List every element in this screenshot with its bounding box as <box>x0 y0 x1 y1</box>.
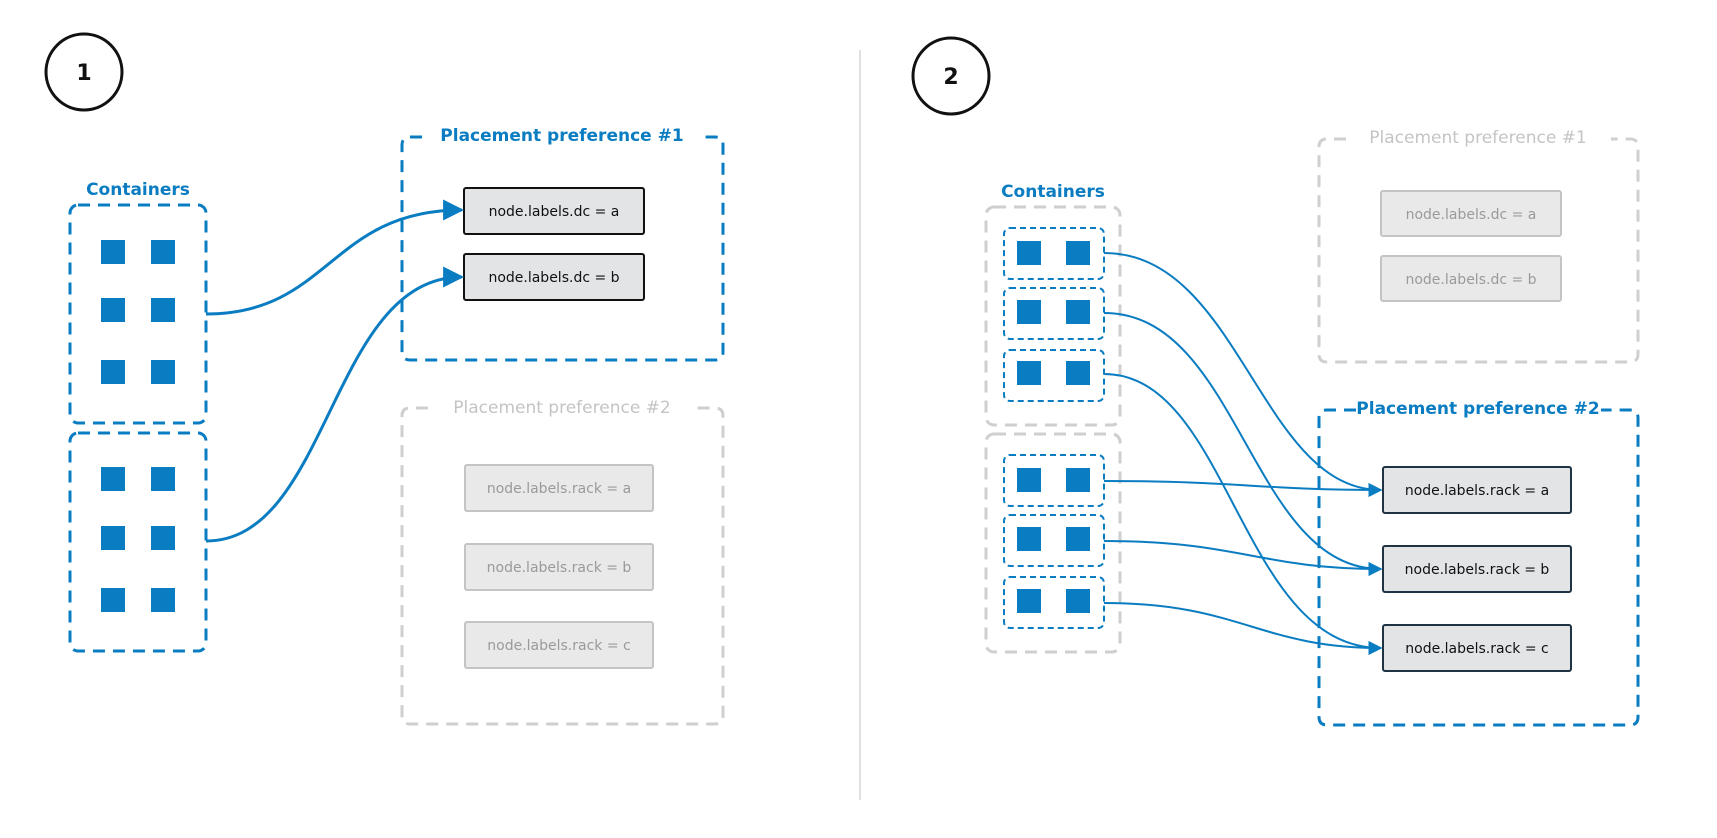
node-label <box>1380 255 1562 302</box>
node-label-text: node.labels.dc = a <box>489 204 620 220</box>
task-square <box>1017 527 1041 551</box>
node-label <box>1382 545 1572 593</box>
task-square <box>101 298 125 322</box>
panel-2: 2 Containers Placement preference #1 nod… <box>911 36 1640 727</box>
node-label-text: node.labels.rack = c <box>487 638 630 654</box>
node-label <box>464 543 654 591</box>
containers-title: Containers <box>86 180 190 200</box>
container-group <box>984 432 1122 654</box>
container-group <box>68 431 208 653</box>
task-row <box>1003 514 1105 567</box>
task-row <box>1003 454 1105 507</box>
container-group <box>984 205 1122 427</box>
task-square <box>1017 241 1041 265</box>
task-square <box>1017 468 1041 492</box>
node-label <box>464 464 654 512</box>
task-square <box>1017 361 1041 385</box>
placement-arrow <box>1103 373 1383 655</box>
task-square <box>151 588 175 612</box>
node-label-text: node.labels.dc = b <box>488 270 619 286</box>
preference-title: Placement preference #1 <box>440 126 683 146</box>
task-square <box>1017 589 1041 613</box>
node-label-text: node.labels.rack = a <box>487 481 631 497</box>
task-square <box>151 467 175 491</box>
step-1-number: 1 <box>76 61 91 86</box>
task-square <box>101 526 125 550</box>
task-square <box>151 360 175 384</box>
container-group <box>68 203 208 425</box>
container-group-tasks <box>101 467 175 612</box>
task-square <box>101 360 125 384</box>
task-square <box>151 240 175 264</box>
task-square <box>151 298 175 322</box>
placement-arrow <box>1103 252 1383 497</box>
placement-arrow <box>1103 602 1383 655</box>
preference-box <box>1317 137 1640 364</box>
task-square <box>101 467 125 491</box>
task-square <box>1066 361 1090 385</box>
node-label <box>1382 624 1572 672</box>
node-label-text: node.labels.rack = b <box>487 560 632 576</box>
preference-title: Placement preference #2 <box>453 398 671 418</box>
node-label-text: node.labels.dc = a <box>1406 207 1537 223</box>
task-square <box>1066 468 1090 492</box>
container-group-tasks <box>101 240 175 384</box>
placement-arrow <box>205 199 465 316</box>
placement-arrow <box>205 266 465 543</box>
step-2-circle <box>911 36 991 116</box>
preference-box <box>400 135 725 362</box>
task-square <box>151 526 175 550</box>
task-square <box>1066 300 1090 324</box>
node-label-text: node.labels.rack = a <box>1405 483 1549 499</box>
placement-arrow <box>1103 480 1383 497</box>
task-square <box>101 588 125 612</box>
step-1-circle <box>44 32 124 112</box>
task-row <box>1003 227 1105 280</box>
preference-title: Placement preference #1 <box>1369 128 1587 148</box>
task-row <box>1003 349 1105 402</box>
node-label-text: node.labels.rack = c <box>1405 641 1548 657</box>
task-square <box>1066 589 1090 613</box>
step-2-number: 2 <box>943 65 958 90</box>
node-label-text: node.labels.rack = b <box>1405 562 1550 578</box>
task-square <box>1066 527 1090 551</box>
task-square <box>101 240 125 264</box>
task-square <box>1066 241 1090 265</box>
node-label <box>1380 190 1562 237</box>
containers-title: Containers <box>1001 182 1105 202</box>
node-label-text: node.labels.dc = b <box>1405 272 1536 288</box>
preference-box <box>1317 408 1640 727</box>
node-label <box>464 621 654 669</box>
placement-arrow <box>1103 312 1383 576</box>
panel-1: 1 Containers Placement preference #1 nod… <box>44 32 725 726</box>
task-row <box>1003 576 1105 629</box>
preference-title: Placement preference #2 <box>1356 399 1599 419</box>
preference-box <box>400 406 725 726</box>
node-label <box>1382 466 1572 514</box>
task-square <box>1017 300 1041 324</box>
placement-arrow <box>1103 540 1383 576</box>
task-row <box>1003 287 1105 340</box>
